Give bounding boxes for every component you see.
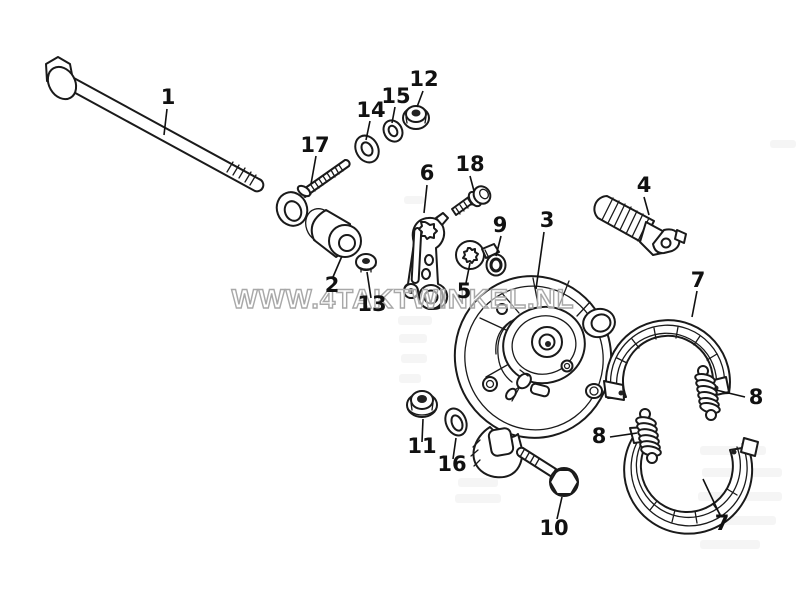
part-labels: 1 2 3 4 5 6 7 7 8 8 9 10 11 12 13 14 15 … xyxy=(161,67,764,540)
part-13-flange-nut xyxy=(355,253,377,273)
part-10-hex-bolt xyxy=(515,446,579,497)
leader-line-8-right xyxy=(715,389,746,398)
part-label-3: 3 xyxy=(540,208,555,232)
part-16-washer xyxy=(444,407,468,437)
part-label-17: 17 xyxy=(300,133,329,157)
part-label-13: 13 xyxy=(357,292,386,316)
part-11-flange-nut xyxy=(406,390,438,418)
part-15-washer xyxy=(382,119,404,143)
part-12-hex-nut xyxy=(402,105,430,130)
leader-line-13 xyxy=(366,271,372,299)
part-label-2: 2 xyxy=(325,273,340,297)
part-label-5: 5 xyxy=(457,279,472,303)
part-label-12: 12 xyxy=(409,67,438,91)
part-label-1: 1 xyxy=(161,85,176,109)
part-9-washer xyxy=(485,253,507,277)
watermark-text: WWW.4TAKTWINKEL.NL xyxy=(232,284,575,314)
leader-line-7-lower xyxy=(702,478,721,516)
part-label-6: 6 xyxy=(420,161,435,185)
part-14-washer xyxy=(354,134,380,164)
leader-line-5 xyxy=(465,262,471,284)
leader-line-2 xyxy=(332,255,343,278)
part-label-7-lower: 7 xyxy=(715,511,730,535)
leader-line-12 xyxy=(416,90,424,108)
part-label-8-right: 8 xyxy=(749,385,764,409)
leader-line-1 xyxy=(163,108,168,136)
part-label-8-left: 8 xyxy=(592,424,607,448)
leader-line-9 xyxy=(495,235,502,257)
leader-line-4 xyxy=(643,196,650,216)
part-label-16: 16 xyxy=(437,452,466,476)
leader-line-3 xyxy=(535,231,545,290)
part-label-15: 15 xyxy=(381,84,410,108)
part-5-indicator-washer xyxy=(455,240,500,270)
part-label-14: 14 xyxy=(356,98,385,122)
part-label-11: 11 xyxy=(407,434,436,458)
part-18-screw xyxy=(451,185,492,216)
part-label-9: 9 xyxy=(493,213,508,237)
leader-line-15 xyxy=(391,106,396,124)
part-8-spring-left xyxy=(635,408,662,464)
part-label-7-upper: 7 xyxy=(691,268,706,292)
leader-line-17 xyxy=(310,155,317,185)
leader-line-8-left xyxy=(609,432,638,438)
part-3-brake-panel xyxy=(453,275,616,479)
part-label-10: 10 xyxy=(539,516,568,540)
leader-line-14 xyxy=(365,120,371,141)
part-17-eye-bolt xyxy=(275,158,351,227)
leader-lines xyxy=(163,90,746,520)
leader-line-6 xyxy=(423,184,428,214)
part-6-brake-arm-lever xyxy=(403,212,449,310)
part-1-axle-bolt xyxy=(45,56,265,193)
part-4-brake-cam xyxy=(593,195,687,256)
leader-line-18 xyxy=(469,175,475,192)
part-label-18: 18 xyxy=(455,152,484,176)
part-2-bushing xyxy=(305,208,362,258)
leader-line-16 xyxy=(452,437,457,460)
leader-line-7-upper xyxy=(691,290,698,318)
leader-line-11 xyxy=(421,418,424,443)
leader-line-10 xyxy=(556,496,563,520)
part-8-spring-right xyxy=(694,365,721,421)
part-label-4: 4 xyxy=(637,173,652,197)
